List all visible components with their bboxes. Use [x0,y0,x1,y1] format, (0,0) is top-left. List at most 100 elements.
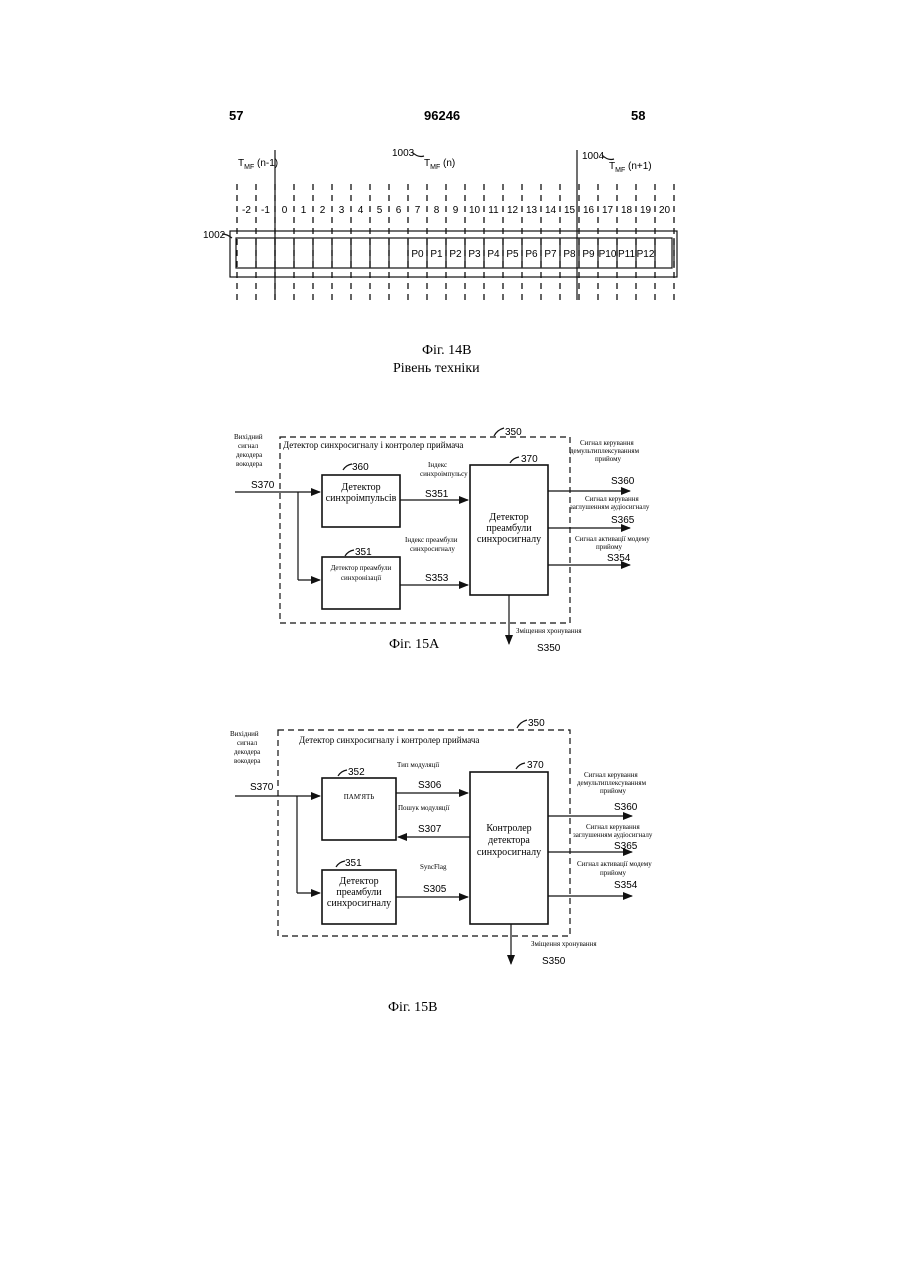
leader-370 [516,763,525,769]
leader-370 [510,457,519,463]
label-s354: S354 [607,553,631,564]
box370-line1: Контролер [486,823,531,834]
slot-number: 17 [602,205,614,216]
preamble-label: P7 [544,249,557,260]
page-number-right: 58 [631,108,645,123]
leader-360 [343,464,352,470]
label-s307: S307 [418,824,442,835]
fig14b-caption: Фіг. 14B [422,343,471,358]
preamble-label: P0 [411,249,424,260]
box370-line2: преамбули [486,523,532,534]
input-label-4: вокодера [236,460,263,468]
out2-2: заглушенням аудіосигналу [573,831,653,839]
input-label-2: сигнал [237,739,258,747]
figure-15b: Вихідний сигнал декодера вокодера S370 3… [230,718,653,1015]
leader-351 [336,861,345,867]
label-s306: S306 [418,780,442,791]
out1-2: демультиплексуванням [577,779,647,787]
mod-search-label: Пошук модуляції [398,804,449,812]
tmf-cur-label: TMF (n) [424,158,455,171]
label-s351: S351 [425,489,449,500]
label-s354: S354 [614,880,638,891]
tmf-prev-label: TMF (n-1) [238,158,278,171]
out1-2: демультиплексуванням [570,447,640,455]
slot-number: 4 [358,205,364,216]
fig14b-caption-2: Рівень техніки [393,361,480,376]
memory-box [322,778,396,840]
fig15b-caption: Фіг. 15В [388,1000,437,1015]
ref-351: 351 [355,547,372,558]
input-label-2: сигнал [238,442,259,450]
leader-352 [338,770,347,776]
slot-number: 8 [434,205,440,216]
label-s350: S350 [537,643,561,654]
leader-350 [517,720,527,728]
box352-line1: ПАМ'ЯТЬ [344,793,375,801]
box370-line2: детектора [488,835,530,846]
idx-pre-2: синхросигналу [410,545,455,553]
slot-number: 15 [564,205,576,216]
box370-line1: Детектор [489,512,528,523]
page-number-left: 57 [229,108,243,123]
slot-number: 6 [396,205,402,216]
preamble-label: P2 [449,249,462,260]
preamble-label: P9 [582,249,595,260]
out1-1: Сигнал керування [584,771,638,779]
input-signal-s370: S370 [251,480,275,491]
slot-number: 18 [621,205,633,216]
preamble-label: P5 [506,249,519,260]
label-s353: S353 [425,573,449,584]
out3-1: Сигнал активації модему [575,535,650,543]
slot-number: 1 [301,205,307,216]
preamble-label: P10 [599,249,617,260]
label-s360: S360 [611,476,635,487]
label-s305: S305 [423,884,447,895]
slot-number: -2 [242,205,251,216]
ref-350: 350 [505,427,522,438]
box351-line3: синхросигналу [327,898,391,909]
input-label-3: декодера [236,451,263,459]
ref-370: 370 [527,760,544,771]
input-label-1: Вихідний [230,730,259,738]
input-signal-s370: S370 [250,782,274,793]
input-label-1: Вихідний [234,433,263,441]
slot-number: -1 [261,205,270,216]
ref-1004: 1004 [582,151,605,162]
input-label-3: декодера [234,748,261,756]
out3-1: Сигнал активації модему [577,860,652,868]
slot-number: 20 [659,205,671,216]
slot-number: 9 [453,205,459,216]
out2-1: Сигнал керування [586,823,640,831]
label-s365: S365 [614,841,638,852]
figure-15a: Вихідний сигнал декодера вокодера S370 3… [234,427,650,654]
out2-2: заглушенням аудіосигналу [570,503,650,511]
box370-line3: синхросигналу [477,847,541,858]
ref-370: 370 [521,454,538,465]
ref-1002: 1002 [203,230,226,241]
preamble-label: P8 [563,249,576,260]
out3-2: прийому [600,869,627,877]
figure-14b: TMF (n-1) 1003 TMF (n) 1004 TMF (n+1) -2… [203,148,677,376]
box351-line1: Детектор [339,876,378,887]
preamble-label: P4 [487,249,500,260]
outer-title: Детектор синхросигналу і контролер прийм… [283,440,463,450]
idx-sync-2: синхроімпульсу [420,470,468,478]
out2-1: Сигнал керування [585,495,639,503]
box351-line1: Детектор преамбули [331,564,392,572]
out3-2: прийому [596,543,623,551]
ref-352: 352 [348,767,365,778]
preamble-label: P12 [637,249,655,260]
leader-351 [345,550,354,556]
slot-number: 10 [469,205,481,216]
slot-number: 13 [526,205,538,216]
box351-line2: преамбули [336,887,382,898]
preamble-label: P6 [525,249,538,260]
box360-line1: Детектор [341,482,380,493]
idx-sync-1: Індекс [428,461,447,469]
slot-numbers: -2-101234567891011121314151617181920 [242,205,670,216]
out1-1: Сигнал керування [580,439,634,447]
slot-number: 5 [377,205,383,216]
out1-3: прийому [600,787,627,795]
ref-1003: 1003 [392,148,415,159]
